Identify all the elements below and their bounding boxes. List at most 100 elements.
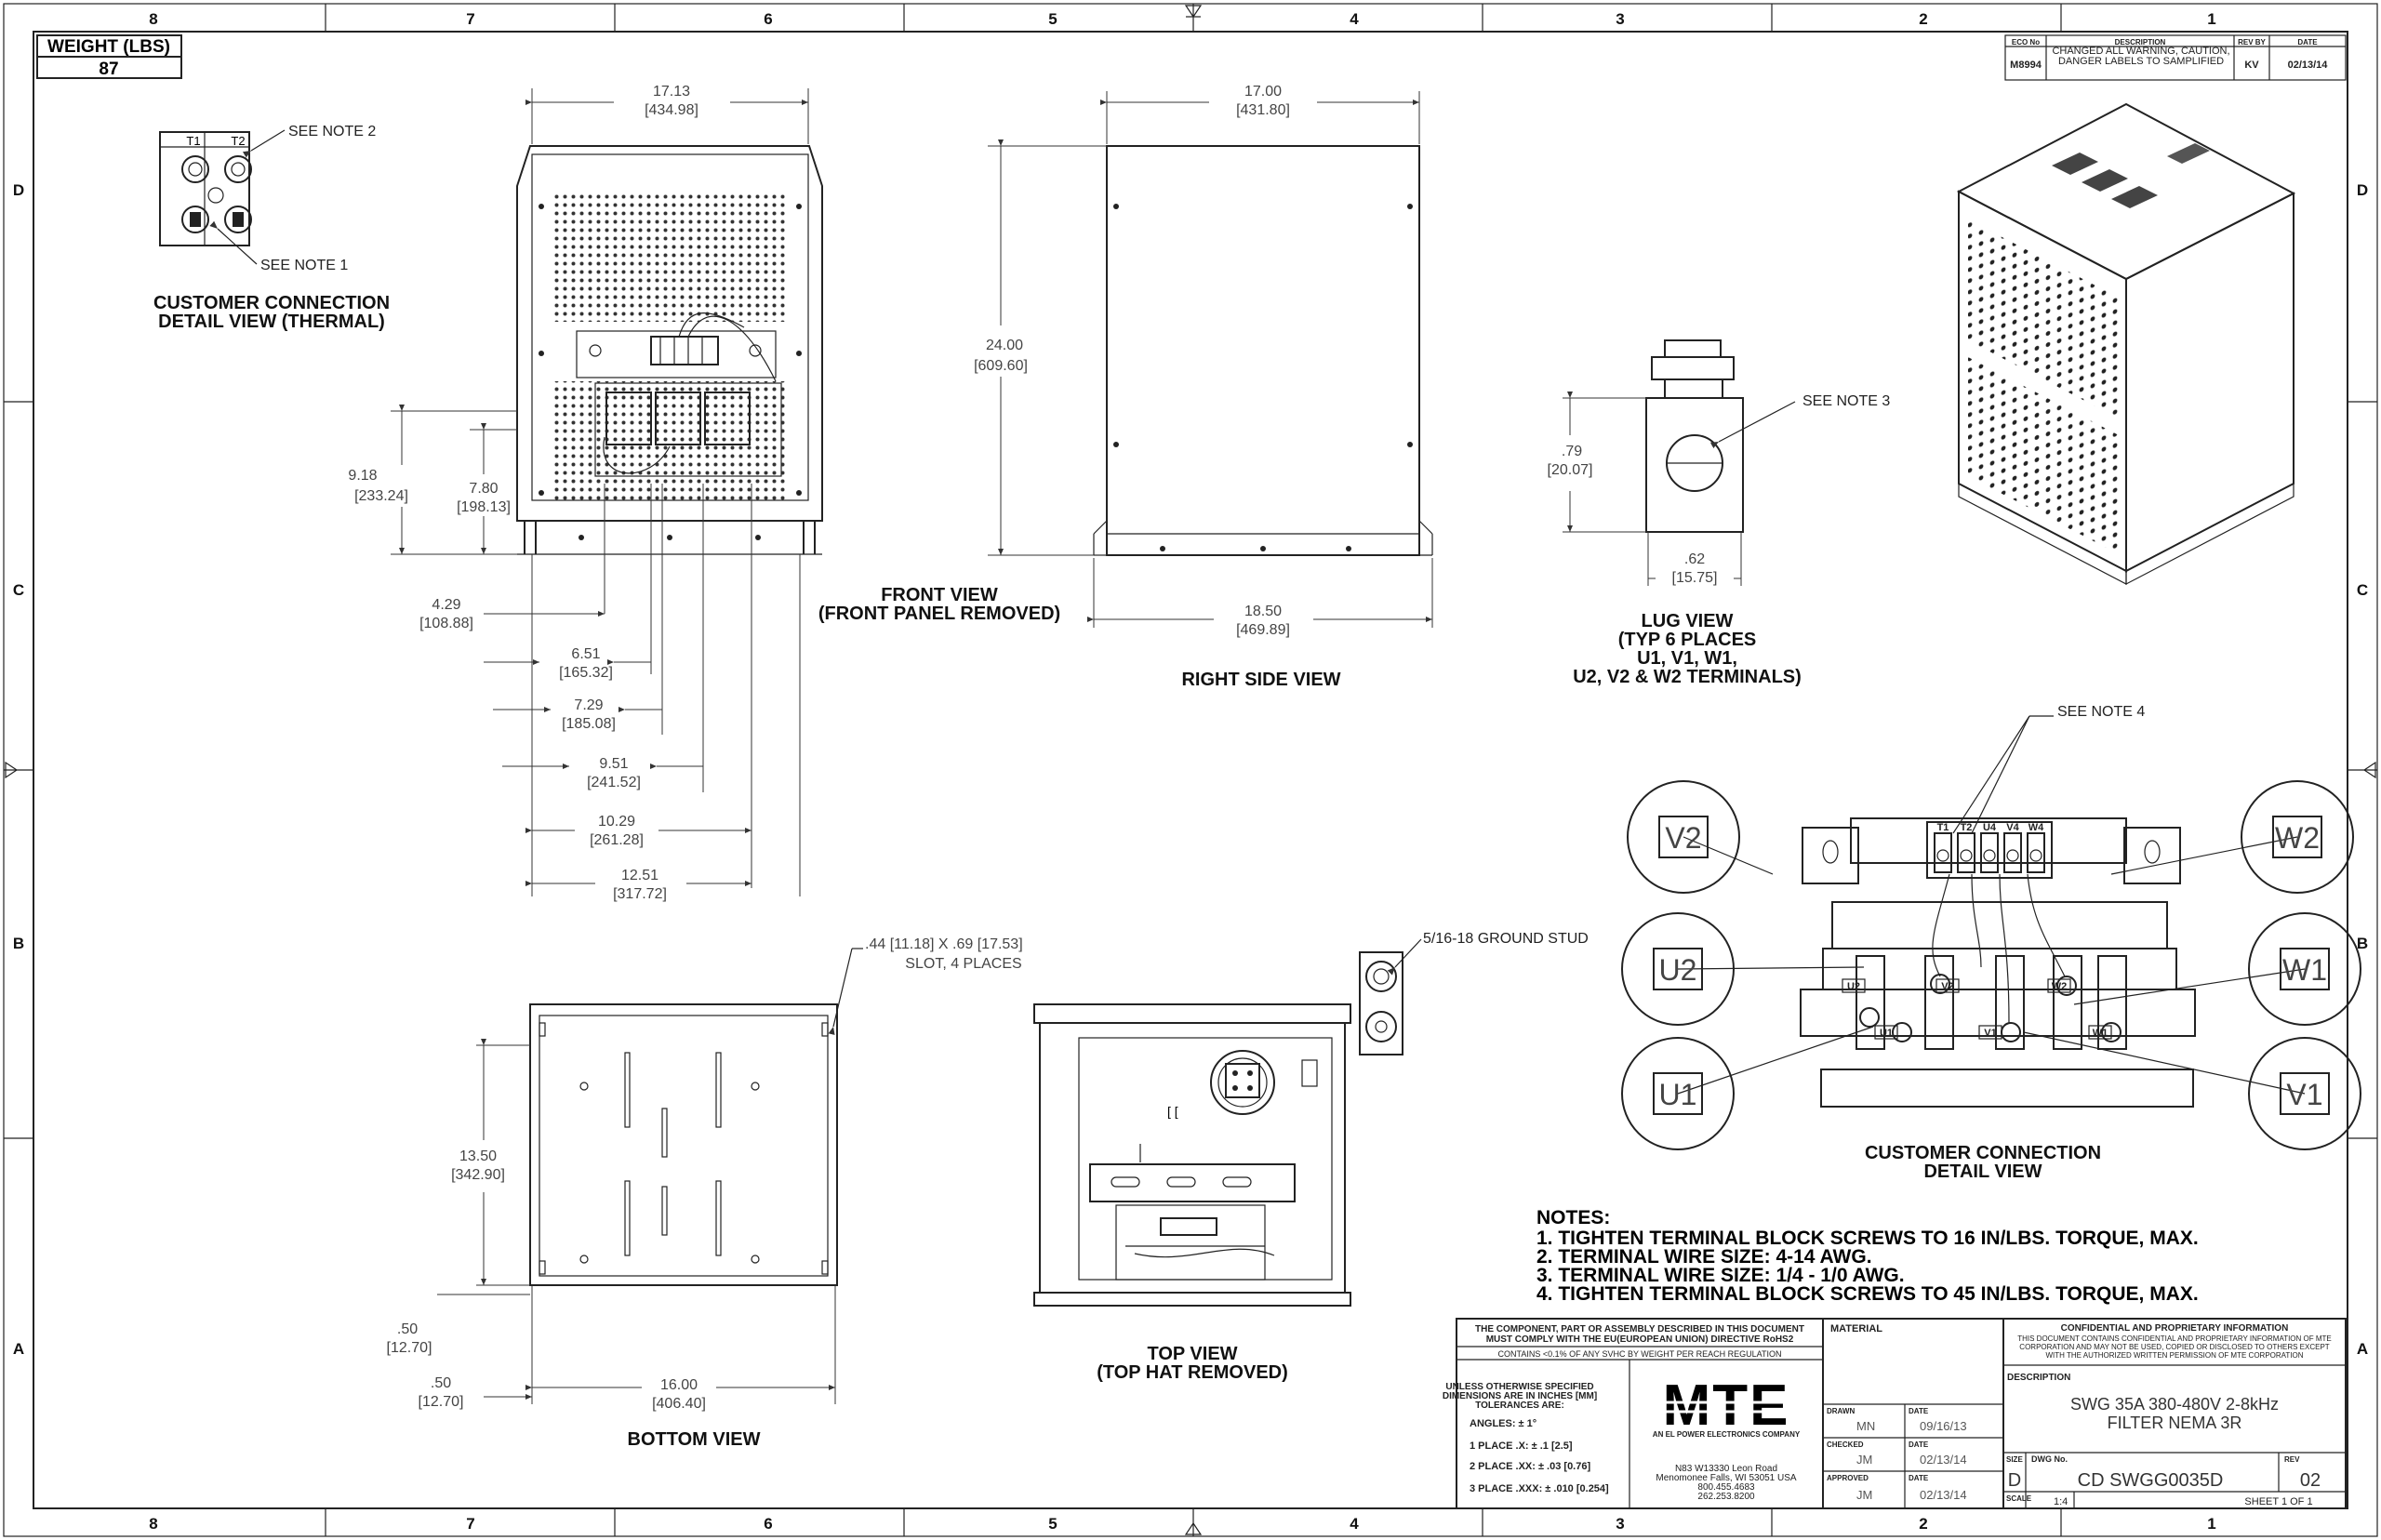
detail-bubble [1621,1037,1735,1150]
tolerance-1-place: 1 PLACE .X: ± .1 [2.5] [1470,1440,1573,1452]
bubble-label: V1 [2286,1078,2322,1111]
zone-row-label: A [13,1340,24,1358]
zone-column-label: 6 [764,10,772,28]
bubble-leader [2023,1031,2306,1095]
slot-note-line1: .44 [11.18] X .69 [17.53] [865,936,1023,952]
note-4: 4. TIGHTEN TERMINAL BLOCK SCREWS TO 45 I… [1536,1283,2199,1305]
lug-view-title-1: LUG VIEW [1642,611,1734,631]
right-side-view-title: RIGHT SIDE VIEW [1181,670,1340,690]
dim-bottom-offset1-in: .50 [397,1321,418,1337]
thermal-detail: T1 T2 SEE NOTE 2 SEE NOTE 1 CUSTOMER CON… [153,124,390,332]
terminal-tag-label: W1 [2093,1028,2108,1039]
rev-description: CHANGED ALL WARNING, CAUTION, DANGER LAB… [2052,46,2230,67]
mte-logo-sub: AN EL POWER ELECTRONICS COMPANY [1653,1430,1801,1439]
detail-bubble [1621,912,1735,1026]
terminal-label: V4 [2006,822,2019,833]
title-block: THE COMPONENT, PART OR ASSEMBLY DESCRIBE… [1443,1318,2347,1509]
bubble-label-box [1653,948,1703,990]
zone-column-label: 8 [149,10,157,28]
rev-by: KV [2244,60,2259,71]
dim-side-base-in: 18.50 [1244,604,1282,619]
lug-view: SEE NOTE 3 .79 [20.07] .62 [15.75] LUG V… [1548,339,1890,687]
svg-text:[ [: [ [ [1167,1104,1178,1119]
bubble-leader [1677,966,1865,970]
bubble-label: W1 [2282,953,2327,987]
isometric-view [1956,102,2296,585]
tolerance-2-place: 2 PLACE .XX: ± .03 [0.76] [1470,1461,1590,1472]
dim-front-h1-in: 9.18 [348,468,377,484]
bubble-label: U2 [1659,953,1697,987]
rev-date: 02/13/14 [2288,60,2329,71]
terminal-tag [1842,978,1866,993]
dim-side-height-in: 24.00 [986,338,1023,353]
front-view-title-2: (FRONT PANEL REMOVED) [818,604,1060,624]
thermal-detail-title-1: CUSTOMER CONNECTION [153,293,390,313]
drawn-by: MN [1856,1419,1875,1433]
lug-view-title-3: U1, V1, W1, [1637,648,1737,669]
dim-front-h2-in: 7.80 [469,481,498,497]
sheet-number: SHEET 1 OF 1 [2244,1496,2312,1507]
size-label: SIZE [2006,1455,2023,1464]
tolerance-3-place: 3 PLACE .XXX: ± .010 [0.254] [1470,1483,1609,1494]
terminal-tag [2047,978,2071,993]
note-2: 2. TERMINAL WIRE SIZE: 4-14 AWG. [1536,1246,1872,1268]
dim-front-7-29-in: 7.29 [574,697,603,713]
rohs-line-1: THE COMPONENT, PART OR ASSEMBLY DESCRIBE… [1475,1324,1804,1334]
terminal-screw-icon [2029,849,2042,862]
thermal-t2-label: T2 [231,134,245,148]
address-line-3: 800.455.4683 [1697,1482,1755,1493]
thermal-detail-title-2: DETAIL VIEW (THERMAL) [158,312,385,332]
dim-front-10-29-in: 10.29 [598,814,635,830]
dim-front-h2-mm: [198.13] [457,499,511,515]
terminal-block-terminal [1980,832,1999,873]
thermal-t1-label: T1 [186,134,200,148]
bubble-label: U1 [1659,1078,1697,1111]
description-line-1: SWG 35A 380-480V 2-8kHz [2070,1395,2279,1414]
bottom-view-title: BOTTOM VIEW [628,1429,761,1450]
see-note-2-callout: SEE NOTE 2 [288,124,376,139]
dim-front-10-29-mm: [261.28] [590,832,644,848]
approved-label: APPROVED [1827,1474,1869,1482]
drawn-date-label: DATE [1909,1407,1929,1415]
connection-detail-title-2: DETAIL VIEW [1923,1162,2042,1182]
rohs-line-2: MUST COMPLY WITH THE EU(EUROPEAN UNION) … [1486,1334,1794,1345]
drawn-label: DRAWN [1827,1407,1855,1415]
terminal-label: U4 [1983,822,1997,833]
bubble-label-box [2280,1072,2330,1115]
dim-front-9-51-mm: [241.52] [587,775,641,790]
zone-row-label: B [2357,935,2368,952]
description-line-2: FILTER NEMA 3R [2108,1414,2242,1432]
dim-front-4-29-in: 4.29 [432,597,460,613]
material-label: MATERIAL [1830,1323,1882,1334]
dim-front-width-in: 17.13 [653,84,690,100]
dim-side-width-in: 17.00 [1244,84,1282,100]
dim-front-width-mm: [434.98] [645,102,698,118]
zone-column-label: 4 [1350,10,1359,28]
reach-line: CONTAINS <0.1% OF ANY SVHC BY WEIGHT PER… [1498,1349,1782,1359]
tolerance-angles: ANGLES: ± 1° [1470,1418,1536,1429]
description-label: DESCRIPTION [2007,1373,2070,1383]
zone-column-label: 5 [1048,1515,1057,1533]
bubble-leader [2073,968,2306,1005]
slot-note-line2: SLOT, 4 PLACES [905,956,1021,972]
terminal-tag [2088,1025,2112,1040]
dwg-no-label: DWG No. [2031,1454,2068,1464]
approved-date-label: DATE [1909,1474,1929,1482]
rev-header-date: DATE [2297,38,2318,46]
lug-view-title-4: U2, V2 & W2 TERMINALS) [1573,667,1802,687]
scale-value: 1:4 [2054,1496,2068,1507]
terminal-tag-label: W2 [2052,981,2068,992]
zone-row-label: C [2357,581,2368,599]
zone-row-label: C [13,581,24,599]
terminal-tag [1978,1025,2002,1040]
zone-row-label: A [2357,1340,2368,1358]
zone-column-label: 3 [1616,1515,1624,1533]
terminal-tag-label: V1 [1984,1028,1996,1039]
rev-eco: M8994 [2010,60,2042,71]
zone-column-label: 3 [1616,10,1624,28]
zone-row-label: D [2357,181,2368,199]
mte-logo: MTE [1663,1374,1790,1438]
dim-bottom-offset2-mm: [12.70] [419,1394,464,1410]
detail-bubble [2241,780,2354,894]
